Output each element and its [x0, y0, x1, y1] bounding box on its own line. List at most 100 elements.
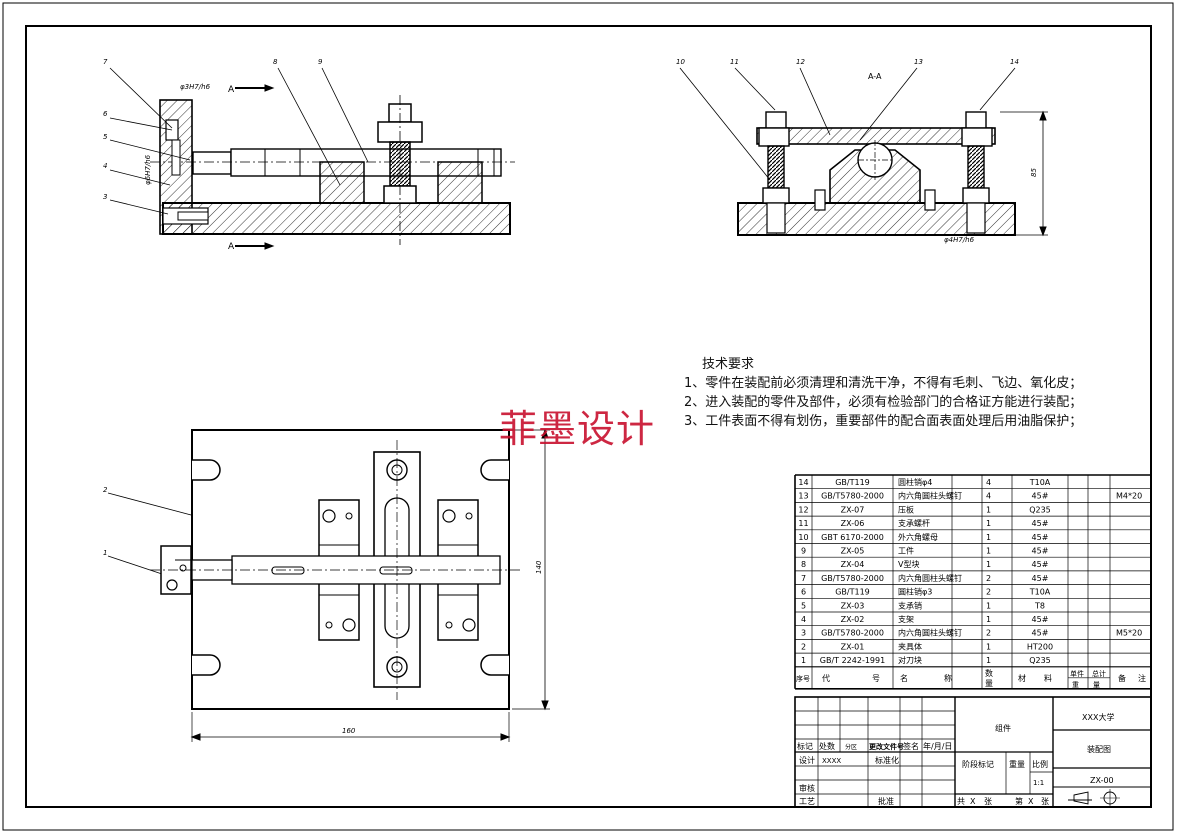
- bom-row-no: 5: [801, 601, 806, 610]
- balloon-11: 11: [730, 58, 739, 66]
- bom-row-code: ZX-02: [841, 615, 865, 624]
- tb-change-doc: 更改文件号: [869, 742, 904, 751]
- bom-row-no: 4: [801, 615, 806, 624]
- bom-row-qty: 2: [986, 574, 991, 583]
- bom-row-material: T10A: [1029, 478, 1051, 487]
- bom-row-no: 1: [801, 656, 806, 665]
- bom-header-name-2: 称: [944, 673, 952, 683]
- bom-row-qty: 4: [986, 492, 991, 501]
- tb-date: 年/月/日: [923, 741, 952, 751]
- balloon-7: 7: [103, 58, 108, 66]
- bom-row-code: GB/T119: [835, 588, 870, 597]
- bom-row-no: 9: [801, 547, 806, 556]
- tb-total-x: X: [970, 797, 976, 806]
- technical-requirements: 技术要求 1、零件在装配前必须清理和清洗干净，不得有毛刺、飞边、氧化皮； 2、进…: [684, 355, 1082, 431]
- balloon-4: 4: [103, 162, 107, 170]
- left-support-screw: [767, 145, 785, 189]
- tb-design: 设计: [799, 755, 815, 765]
- tb-stage: 阶段标记: [962, 759, 994, 769]
- bom-row-qty: 1: [986, 560, 991, 569]
- bom-header-code-1: 代: [822, 673, 830, 683]
- section-marks: [235, 84, 275, 250]
- tech-line-1: 1、零件在装配前必须清理和清洗干净，不得有毛刺、飞边、氧化皮；: [684, 376, 1083, 391]
- section-mark-a-bottom: A: [228, 242, 235, 252]
- bom-row-code: ZX-05: [841, 547, 865, 556]
- tb-drawing-no: ZX-00: [1090, 776, 1114, 785]
- tb-drawing-name: 装配图: [1087, 744, 1111, 754]
- fit-annotation-2: φ6H7/h6: [144, 154, 152, 185]
- bom-row-code: ZX-06: [841, 519, 865, 528]
- bom-row-material: 45#: [1032, 533, 1049, 542]
- bom-row-no: 10: [798, 533, 808, 542]
- fit-annotation-3: φ4H7/h6: [944, 236, 975, 244]
- bom-row-material: 45#: [1032, 615, 1049, 624]
- balloon-8: 8: [273, 58, 278, 66]
- section-view-aa: [737, 110, 1048, 237]
- v-block-left: [319, 161, 365, 204]
- bom-header-note-1: 备: [1118, 673, 1126, 683]
- tb-school: XXX大学: [1082, 712, 1114, 722]
- balloon-5: 5: [103, 133, 108, 141]
- inner-border: [25, 25, 1152, 808]
- bom-row-no: 7: [801, 574, 806, 583]
- bom-header-unit: 单件: [1070, 669, 1084, 678]
- title-block-text: 标记 处数 分区 更改文件号 签名 年/月/日 设计 XXXX 标准化 审核 工…: [797, 712, 1114, 806]
- bom-row-qty: 1: [986, 533, 991, 542]
- bom-header-total: 总计: [1092, 669, 1106, 678]
- bom-row-qty: 1: [986, 642, 991, 651]
- balloon-12: 12: [796, 58, 805, 66]
- bom-row-no: 2: [801, 642, 806, 651]
- dim-depth: 140: [535, 560, 543, 574]
- balloons: 7 6 5 4 3 8 9 10 11 12 13 14 2 1: [103, 58, 1019, 557]
- bom-row-no: 8: [801, 560, 806, 569]
- bom-row-material: 45#: [1032, 629, 1049, 638]
- bom-row-name: 工件: [898, 546, 914, 556]
- bom-row-name: 内六角圆柱头螺钉: [898, 628, 962, 638]
- dim-width: 160: [342, 727, 356, 735]
- tb-review: 审核: [799, 783, 815, 793]
- balloon-9: 9: [318, 58, 323, 66]
- tb-standard: 标准化: [875, 755, 899, 765]
- bom-row-material: Q235: [1029, 656, 1051, 665]
- balloon-1: 1: [103, 549, 107, 557]
- bom-row-name: 对刀块: [898, 655, 922, 665]
- balloon-2: 2: [103, 486, 108, 494]
- bom-row-material: T10A: [1029, 588, 1051, 597]
- bom-row-note: M5*20: [1116, 629, 1142, 638]
- tb-scale: 比例: [1032, 759, 1048, 769]
- bom-row-no: 11: [798, 519, 808, 528]
- pressure-plate: [756, 127, 996, 145]
- bom-row-no: 6: [801, 588, 806, 597]
- bom-row-qty: 4: [986, 478, 991, 487]
- bom-row-material: 45#: [1032, 560, 1049, 569]
- tb-page-sheet: 张: [1041, 797, 1049, 806]
- bom-row-code: ZX-01: [841, 642, 865, 651]
- bom-row-material: HT200: [1027, 642, 1053, 651]
- bom-row-material: 45#: [1032, 547, 1049, 556]
- bom-header-mat-2: 料: [1044, 673, 1052, 683]
- bom-row-no: 13: [798, 492, 808, 501]
- tb-approve: 批准: [878, 796, 894, 806]
- bom-row-name: 压板: [898, 504, 914, 514]
- bom-header-code-2: 号: [872, 674, 880, 683]
- section-title-aa: A-A: [868, 72, 882, 81]
- tb-page-x: X: [1028, 797, 1034, 806]
- bom-row-qty: 1: [986, 505, 991, 514]
- bom-row-no: 14: [798, 478, 808, 487]
- tb-count: 处数: [819, 741, 835, 751]
- balloon-3: 3: [103, 193, 107, 201]
- bom-row-code: ZX-03: [841, 601, 865, 610]
- dim-height: 85: [1030, 168, 1038, 177]
- bom-row-qty: 1: [986, 615, 991, 624]
- tb-mark: 标记: [797, 741, 813, 751]
- bom-row-material: Q235: [1029, 505, 1051, 514]
- bom-header-qty-1: 数: [985, 668, 993, 678]
- v-block-right: [437, 161, 483, 204]
- section-mark-a-top: A: [228, 85, 235, 95]
- bom-row-code: ZX-04: [841, 560, 865, 569]
- tb-zone: 分区: [845, 743, 857, 751]
